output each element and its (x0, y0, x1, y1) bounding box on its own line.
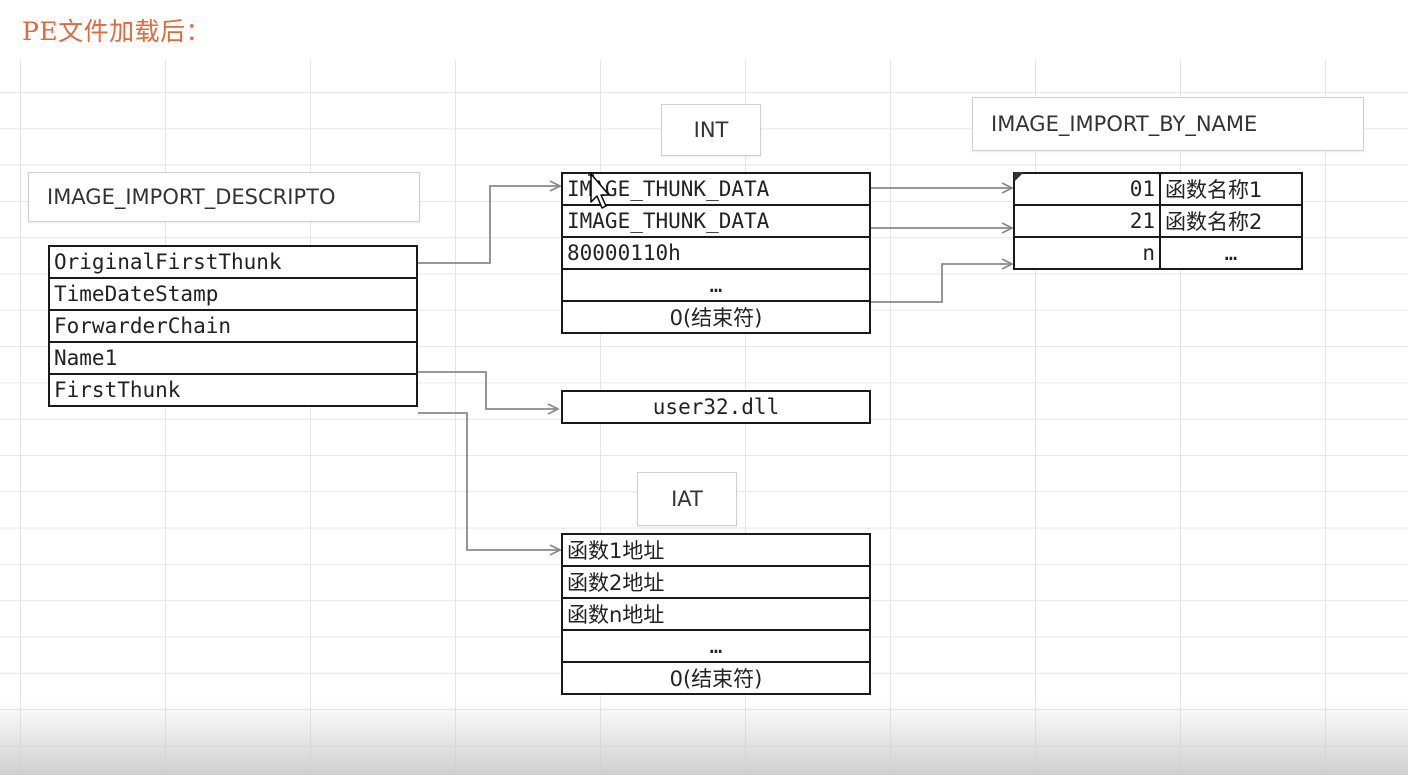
table-row: 函数2地址 (561, 565, 871, 599)
import-by-name-table: 01 函数名称1 21 函数名称2 n … (1013, 172, 1303, 270)
int-entry: 80000110h (561, 236, 871, 270)
bottom-fade (0, 700, 1408, 775)
table-row: ForwarderChain (48, 309, 418, 343)
page-title: PE文件加载后： (22, 17, 212, 46)
int-entry: … (561, 268, 871, 302)
descriptor-table: OriginalFirstThunk TimeDateStamp Forward… (48, 245, 418, 407)
descriptor-field-name: Name1 (48, 341, 418, 375)
descriptor-field-first-thunk: FirstThunk (48, 373, 418, 407)
hint-cell: 01 (1013, 172, 1161, 206)
table-row: 80000110h (561, 236, 871, 270)
table-row: 函数1地址 (561, 533, 871, 567)
descriptor-label: IMAGE_IMPORT_DESCRIPTO (28, 172, 420, 222)
iat-terminator: 0(结束符) (561, 661, 871, 695)
function-name-cell: … (1159, 236, 1303, 270)
iat-entry: 函数n地址 (561, 597, 871, 631)
table-row: 0(结束符) (561, 300, 871, 334)
int-entry: IMAGE_THUNK_DATA (561, 204, 871, 238)
hint-cell: n (1013, 236, 1161, 270)
function-name-cell: 函数名称1 (1159, 172, 1303, 206)
function-name-cell: 函数名称2 (1159, 204, 1303, 238)
table-row: 01 函数名称1 (1013, 172, 1303, 206)
table-row: 0(结束符) (561, 661, 871, 695)
iat-entry: … (561, 629, 871, 663)
descriptor-field-time-date-stamp: TimeDateStamp (48, 277, 418, 311)
iat-entry: 函数1地址 (561, 533, 871, 567)
table-row: FirstThunk (48, 373, 418, 407)
table-row: … (561, 268, 871, 302)
table-row: 21 函数名称2 (1013, 204, 1303, 238)
table-row: IMAGE_THUNK_DATA (561, 204, 871, 238)
table-row: TimeDateStamp (48, 277, 418, 311)
dll-name-table: user32.dll (561, 390, 871, 424)
table-row: user32.dll (561, 390, 871, 424)
iat-table: 函数1地址 函数2地址 函数n地址 … 0(结束符) (561, 533, 871, 695)
iat-label: IAT (637, 472, 737, 526)
int-label: INT (661, 104, 761, 156)
descriptor-field-original-first-thunk: OriginalFirstThunk (48, 245, 418, 279)
dll-name: user32.dll (561, 390, 871, 424)
table-row: … (561, 629, 871, 663)
import-by-name-label: IMAGE_IMPORT_BY_NAME (972, 97, 1364, 151)
table-row: OriginalFirstThunk (48, 245, 418, 279)
hint-cell: 21 (1013, 204, 1161, 238)
descriptor-field-forwarder-chain: ForwarderChain (48, 309, 418, 343)
int-terminator: 0(结束符) (561, 300, 871, 334)
table-row: n … (1013, 236, 1303, 270)
iat-entry: 函数2地址 (561, 565, 871, 599)
table-row: 函数n地址 (561, 597, 871, 631)
mouse-cursor-icon (588, 172, 610, 209)
table-row: Name1 (48, 341, 418, 375)
